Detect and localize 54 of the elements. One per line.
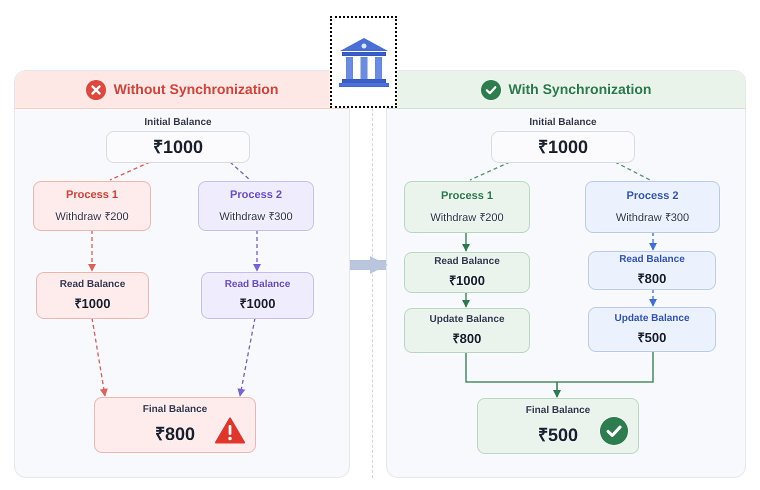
amount-text: ₹1000: [538, 136, 588, 158]
arrow: [462, 292, 470, 308]
balance-box: [477, 398, 639, 454]
balance-box: [36, 272, 149, 319]
arrow: [350, 256, 388, 274]
box-heading: Update Balance: [429, 313, 505, 328]
balance-box: [588, 251, 716, 290]
amount-text: ₹1000: [152, 136, 204, 158]
process-box: [404, 181, 530, 233]
process-box: [585, 181, 720, 233]
arrow: [91, 318, 108, 397]
box-heading: Read Balance: [60, 278, 126, 292]
arrow: [462, 232, 470, 252]
arrow: [649, 289, 657, 307]
box-heading: Final Balance: [142, 403, 208, 417]
box-heading: Read Balance: [619, 253, 685, 268]
process-box: [198, 181, 314, 231]
step-text: Withdraw ₹300: [616, 211, 690, 226]
panel-title: Without Synchronization: [114, 80, 278, 99]
process-box: [33, 181, 151, 231]
box-heading: Process 2: [230, 188, 282, 202]
arrow: [88, 230, 96, 272]
box-heading: Process 1: [441, 188, 493, 204]
balance-box: [588, 307, 716, 352]
box-heading: Read Balance: [224, 278, 290, 292]
balance-box: [404, 252, 530, 293]
box-heading: Process 2: [626, 188, 678, 204]
amount-text: ₹1000: [74, 295, 110, 314]
box-heading: Read Balance: [434, 255, 500, 270]
arrow: [553, 351, 654, 398]
amount-text: ₹500: [638, 329, 666, 348]
step-text: Withdraw ₹300: [219, 210, 293, 225]
amount-text: ₹1000: [449, 272, 485, 290]
amount-text: ₹500: [538, 424, 578, 447]
arrow: [649, 232, 657, 251]
box-heading: Initial Balance: [143, 116, 213, 130]
panel-title: With Synchronization: [508, 80, 652, 99]
amount-text: ₹800: [154, 423, 196, 446]
step-text: Withdraw ₹200: [55, 210, 129, 225]
amount-text: ₹1000: [240, 295, 276, 314]
box-heading: Process 1: [66, 188, 118, 202]
amount-text: ₹800: [452, 330, 482, 348]
balance-box: [201, 272, 314, 319]
amount-text: ₹800: [638, 270, 666, 288]
box-heading: Update Balance: [614, 312, 690, 326]
panel: [386, 70, 746, 478]
arrow: [253, 230, 261, 272]
panel: [14, 70, 350, 478]
arrow: [237, 318, 256, 397]
balance-box: [94, 397, 256, 453]
box-heading: Final Balance: [526, 404, 590, 418]
balance-box: [404, 308, 530, 353]
step-text: Withdraw ₹200: [430, 211, 504, 226]
box-heading: Initial Balance: [528, 116, 598, 130]
